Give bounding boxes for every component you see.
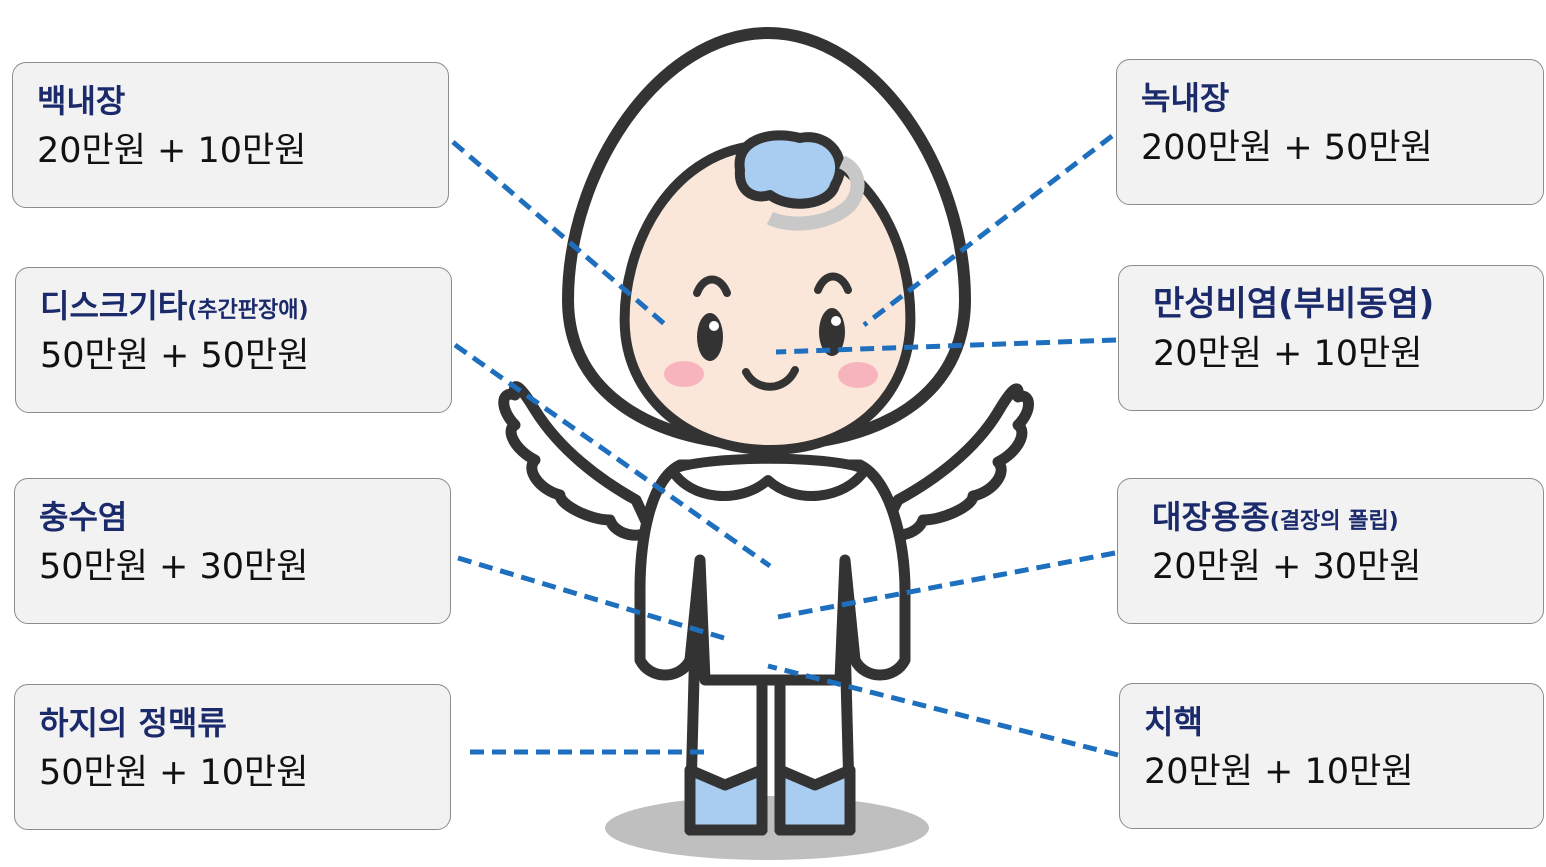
- leader-line-2: [453, 342, 772, 569]
- box-amount: 50만원 + 50만원: [40, 336, 310, 376]
- box-title: 디스크기타(추간판장애): [40, 287, 309, 325]
- box-amount: 50만원 + 30만원: [39, 547, 309, 587]
- right-cheek: [838, 362, 878, 388]
- wings-icon: [498, 381, 1034, 541]
- info-box-7: 대장용종(결장의 폴립) 20만원 + 30만원: [1117, 478, 1544, 624]
- box-title: 충수염: [39, 498, 128, 536]
- leader-line-3: [457, 555, 725, 641]
- info-box-6: 만성비염(부비동염) 20만원 + 10만원: [1118, 265, 1544, 411]
- info-box-8: 치핵 20만원 + 10만원: [1119, 683, 1544, 829]
- info-box-3: 충수염 50만원 + 30만원: [14, 478, 451, 624]
- leader-line-5: [862, 134, 1114, 327]
- box-title: 만성비염(부비동염): [1153, 284, 1435, 324]
- smile: [742, 366, 799, 391]
- hair-tuft: [734, 130, 845, 209]
- box-amount: 200만원 + 50만원: [1141, 128, 1433, 168]
- left-eye: [697, 313, 723, 361]
- info-box-1: 백내장 20만원 + 10만원: [12, 62, 449, 208]
- info-box-4: 하지의 정맥류 50만원 + 10만원: [14, 684, 451, 830]
- left-brow: [693, 275, 731, 297]
- leader-line-1: [451, 140, 670, 329]
- box-amount: 20만원 + 10만원: [1153, 334, 1423, 374]
- info-box-5: 녹내장 200만원 + 50만원: [1116, 59, 1544, 205]
- box-title: 녹내장: [1141, 79, 1230, 117]
- box-amount: 20만원 + 10만원: [1144, 752, 1414, 792]
- leader-lines: [451, 134, 1119, 758]
- angel-mascot-icon: [498, 26, 1034, 860]
- box-title: 대장용종(결장의 폴립): [1152, 498, 1399, 536]
- box-amount: 20만원 + 10만원: [37, 131, 307, 171]
- box-amount: 50만원 + 10만원: [39, 753, 309, 793]
- box-title: 하지의 정맥류: [39, 704, 227, 742]
- leader-line-8: [767, 663, 1119, 758]
- leader-line-6: [775, 337, 1117, 355]
- left-cheek: [664, 361, 704, 387]
- right-brow: [814, 272, 852, 294]
- collar: [667, 453, 870, 501]
- box-title: 백내장: [37, 82, 126, 120]
- box-title: 치핵: [1144, 703, 1203, 741]
- leader-line-7: [777, 550, 1116, 620]
- box-amount: 20만원 + 30만원: [1152, 547, 1422, 587]
- legs: [684, 634, 856, 836]
- info-box-2: 디스크기타(추간판장애) 50만원 + 50만원: [15, 267, 452, 413]
- body: [634, 459, 911, 686]
